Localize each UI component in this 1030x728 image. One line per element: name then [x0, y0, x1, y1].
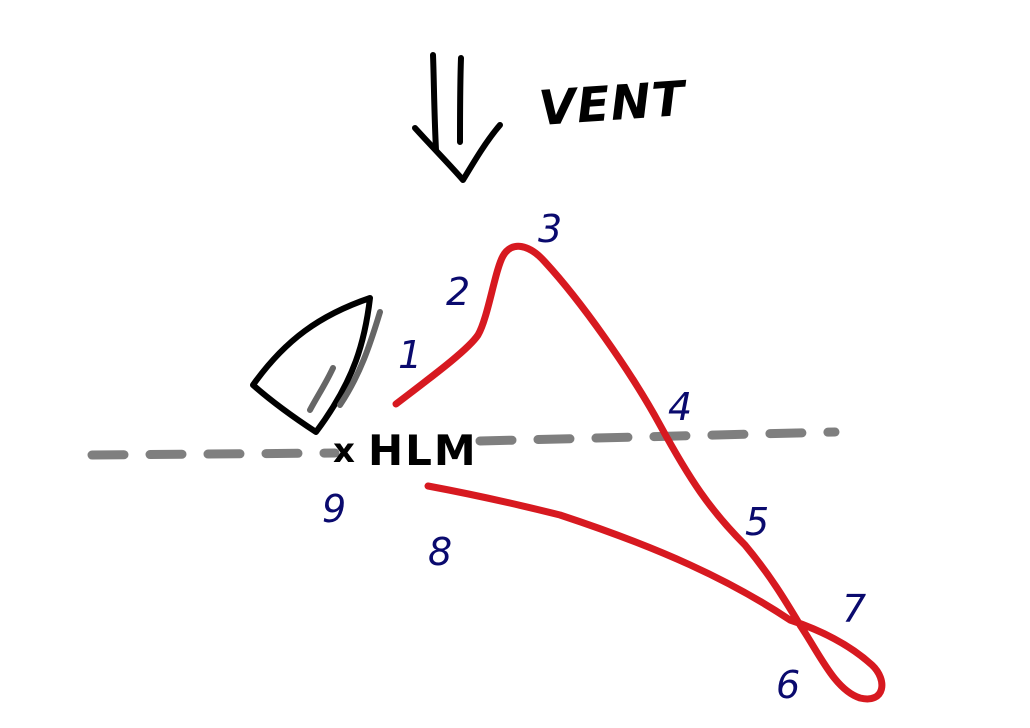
waypoint-7: 7 [842, 587, 866, 631]
waypoint-8: 8 [428, 530, 452, 574]
waypoint-2: 2 [446, 270, 470, 314]
sail-shape [250, 295, 383, 435]
mark-label: HLM [368, 426, 478, 475]
wind-arrow-icon [412, 52, 503, 183]
waypoint-1: 1 [398, 333, 422, 377]
waypoint-6: 6 [776, 663, 800, 707]
waypoint-3: 3 [538, 207, 562, 251]
dashed-line [87, 427, 840, 460]
waypoint-5: 5 [745, 500, 769, 544]
mark-symbol: x [333, 431, 355, 471]
waypoint-numbers: 1 2 3 4 5 6 7 8 9 [322, 207, 866, 707]
wind-label: VENT [537, 71, 690, 137]
route-path [392, 242, 886, 703]
waypoint-9: 9 [322, 487, 346, 531]
waypoint-4: 4 [668, 385, 692, 429]
